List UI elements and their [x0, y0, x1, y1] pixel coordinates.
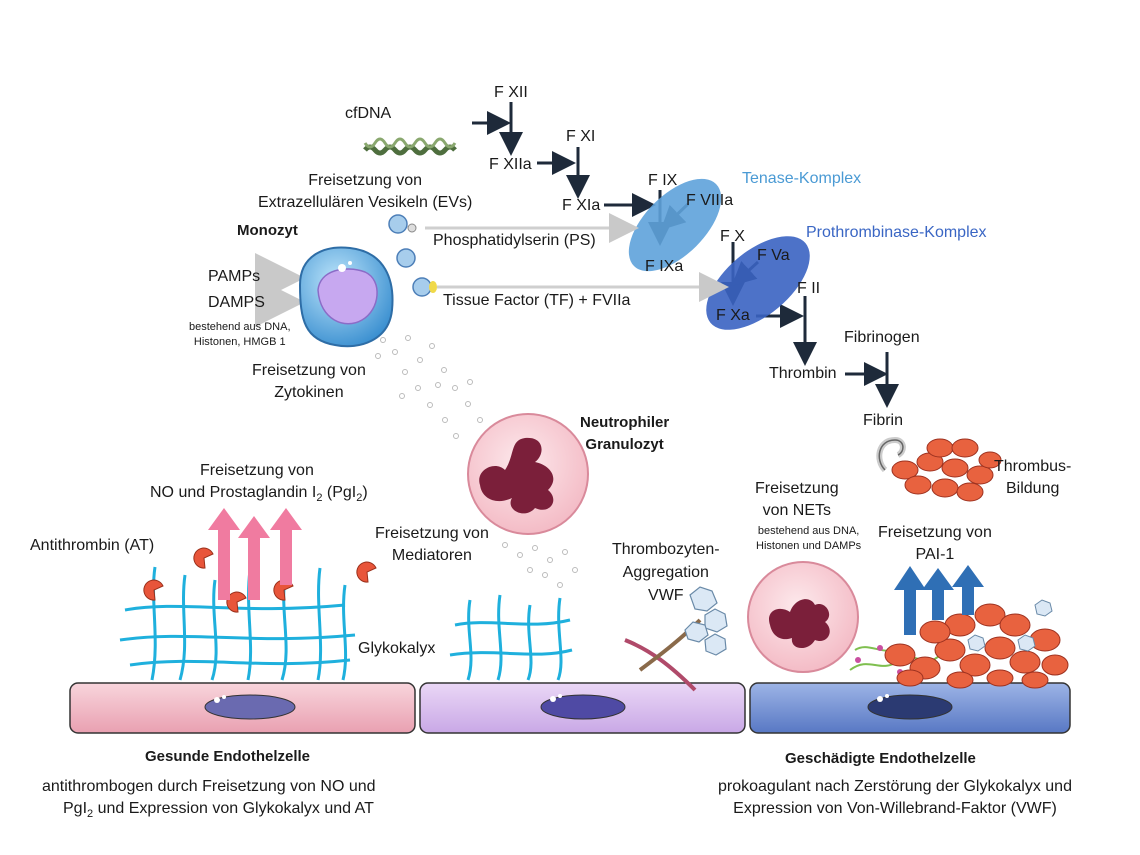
ev-release-label: Freisetzung von Extrazellulären Vesikeln…: [258, 172, 473, 211]
no-release-end: ): [362, 484, 368, 501]
thrombin-label: Thrombin: [769, 365, 837, 382]
rbc-clot-damaged: [884, 603, 1069, 689]
pai1-arrows: [894, 565, 984, 635]
healthy-desc-sub: 2: [87, 808, 94, 821]
fix-label: F IX: [648, 172, 678, 189]
damaged-desc: prokoagulant nach Zerstörung der Glykoka…: [718, 778, 1072, 817]
pai1-label: Freisetzung von PAI-1: [878, 524, 992, 563]
healthy-title: Gesunde Endothelzelle: [145, 748, 311, 765]
fxiia-label: F XIIa: [489, 156, 532, 173]
neutrophil-title: Neutrophiler Granulozyt: [580, 414, 670, 453]
fx-label: F X: [720, 228, 745, 245]
extracellular-vesicles-icon: [388, 214, 437, 297]
damaged-title: Geschädigte Endothelzelle: [785, 750, 976, 767]
monocyte-title: Monozyt: [237, 222, 298, 239]
pamps-label: PAMPs: [208, 268, 261, 285]
fva-label: F Va: [757, 247, 790, 264]
monocyte-cell-icon: [298, 246, 394, 348]
fixa-label: F IXa: [645, 258, 684, 275]
glycocalyx-middle: [449, 594, 573, 681]
tf-label: Tissue Factor (TF) + FVIIa: [443, 292, 631, 309]
tenase-complex-ellipse: [628, 178, 722, 272]
ev-arrows: [255, 213, 729, 327]
platelets-damaged: [967, 599, 1053, 652]
fibrin-label: Fibrin: [863, 412, 904, 429]
healthy-desc-pgi: PgI: [63, 800, 88, 817]
fxia-label: F XIa: [562, 197, 601, 214]
healthy-desc-post: und Expression von Glykokalyx und AT: [93, 800, 374, 817]
fxa-label: F Xa: [716, 307, 750, 324]
mediators-label: Freisetzung von Mediatoren: [375, 525, 489, 564]
no-release-sub2: 2: [356, 492, 363, 505]
no-release-sub: 2: [316, 492, 323, 505]
no-pgi2-arrows: [208, 508, 302, 600]
activated-endothelial-cell: [419, 682, 746, 734]
no-release-mid: (PgI: [322, 484, 357, 501]
nets-note: bestehend aus DNA, Histonen und DAMPs: [756, 525, 862, 552]
cfdna-label: cfDNA: [345, 105, 392, 122]
fviiia-label: F VIIIa: [686, 192, 734, 209]
platelet-aggregation-icon: [624, 586, 728, 692]
cytokines-label: Freisetzung von Zytokinen: [252, 362, 366, 401]
cfdna-strand-icon: [363, 137, 457, 156]
fibrinogen-label: Fibrinogen: [844, 329, 920, 346]
no-release-line1: Freisetzung von: [200, 462, 314, 479]
antithrombin-label: Antithrombin (AT): [30, 537, 155, 554]
prothrombinase-complex-ellipse: [706, 236, 810, 330]
mediator-dots: [502, 542, 578, 588]
damaged-endothelial-cell: [749, 682, 1071, 734]
nets-label: Freisetzung von NETs: [755, 480, 839, 519]
thrombus-icon: [876, 436, 1002, 502]
healthy-desc-line2: PgI2 und Expression von Glykokalyx und A…: [63, 798, 374, 825]
cytokine-dots: [375, 335, 483, 439]
damps-note: bestehend aus DNA, Histonen, HMGB 1: [189, 321, 291, 348]
glycocalyx-label: Glykokalyx: [358, 640, 436, 657]
healthy-endothelial-cell: [69, 682, 416, 734]
no-release-pre: NO und Prostaglandin I: [150, 484, 317, 501]
neutrophil-cell-icon: [467, 413, 589, 535]
fii-label: F II: [797, 280, 821, 297]
fxii-label: F XII: [494, 84, 528, 101]
tenase-label: Tenase-Komplex: [742, 170, 862, 187]
damps-label: DAMPS: [208, 294, 265, 311]
prothrombinase-label: Prothrombinase-Komplex: [806, 224, 987, 241]
healthy-desc-line1: antithrombogen durch Freisetzung von NO …: [42, 778, 376, 795]
ps-label: Phosphatidylserin (PS): [433, 232, 596, 249]
platelets-label: Thrombozyten- Aggregation VWF: [612, 541, 720, 604]
net-neutrophil-icon: [747, 561, 859, 673]
fxi-label: F XI: [566, 128, 596, 145]
no-release-line2: NO und Prostaglandin I2 (PgI2): [150, 482, 368, 509]
thrombus-label: Thrombus- Bildung: [994, 458, 1072, 497]
antithrombin-icons: [143, 547, 377, 613]
